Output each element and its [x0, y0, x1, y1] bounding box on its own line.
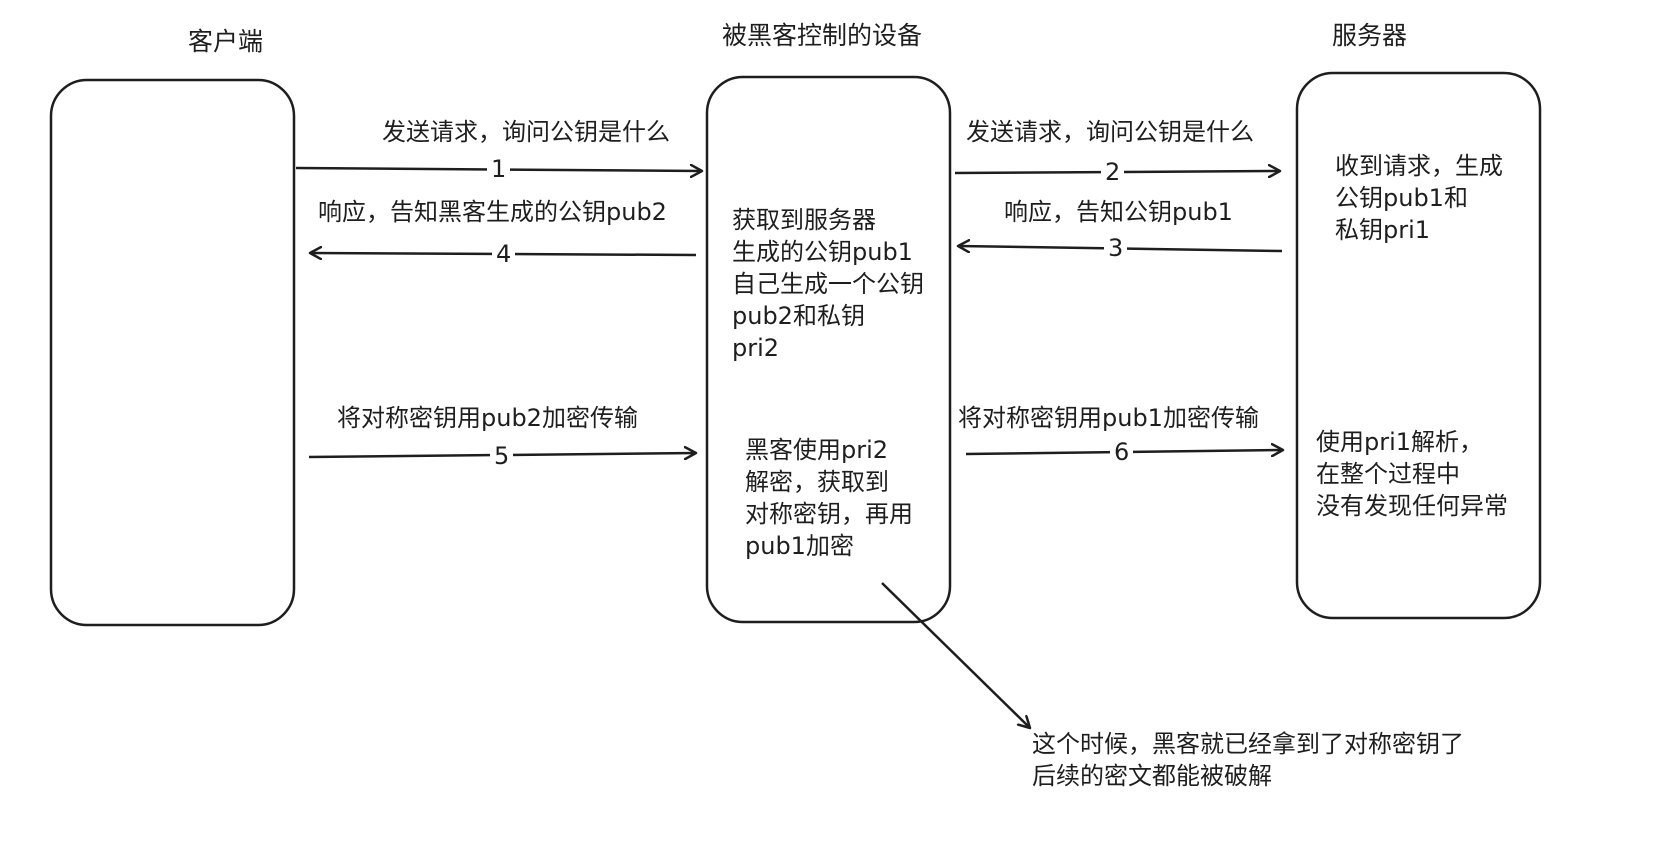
server-title: 服务器 — [1332, 21, 1408, 50]
message-label-2: 发送请求，询问公钥是什么 — [966, 118, 1254, 146]
step-number-6: 6 — [1110, 438, 1134, 466]
message-label-1: 发送请求，询问公钥是什么 — [382, 118, 670, 146]
message-label-5: 将对称密钥用pub2加密传输 — [337, 404, 638, 432]
server-box — [1295, 71, 1542, 620]
message-label-4: 响应，告知黑客生成的公钥pub2 — [318, 198, 667, 226]
step-number-5: 5 — [490, 442, 514, 470]
step-number-4: 4 — [492, 240, 516, 268]
conclusion-note: 这个时候，黑客就已经拿到了对称密钥了 后续的密文都能被破解 — [1032, 730, 1464, 790]
attacker-generate-note: 获取到服务器 生成的公钥pub1 自己生成一个公钥 pub2和私钥 pri2 — [732, 206, 924, 362]
message-label-6: 将对称密钥用pub1加密传输 — [958, 404, 1259, 432]
step-number-1: 1 — [487, 155, 511, 183]
attacker-decrypt-note: 黑客使用pri2 解密，获取到 对称密钥，再用 pub1加密 — [745, 436, 913, 560]
client-box — [49, 78, 296, 627]
server-generate-note: 收到请求，生成 公钥pub1和 私钥pri1 — [1335, 152, 1503, 244]
message-label-3: 响应，告知公钥pub1 — [1004, 198, 1233, 226]
conclusion-arrow — [881, 582, 1030, 728]
attacker-box — [705, 75, 952, 624]
server-decrypt-note: 使用pri1解析， 在整个过程中 没有发现任何异常 — [1316, 428, 1508, 520]
client-title: 客户端 — [188, 27, 264, 56]
step-number-2: 2 — [1101, 158, 1125, 186]
attacker-title: 被黑客控制的设备 — [722, 21, 923, 50]
step-number-3: 3 — [1104, 234, 1128, 262]
